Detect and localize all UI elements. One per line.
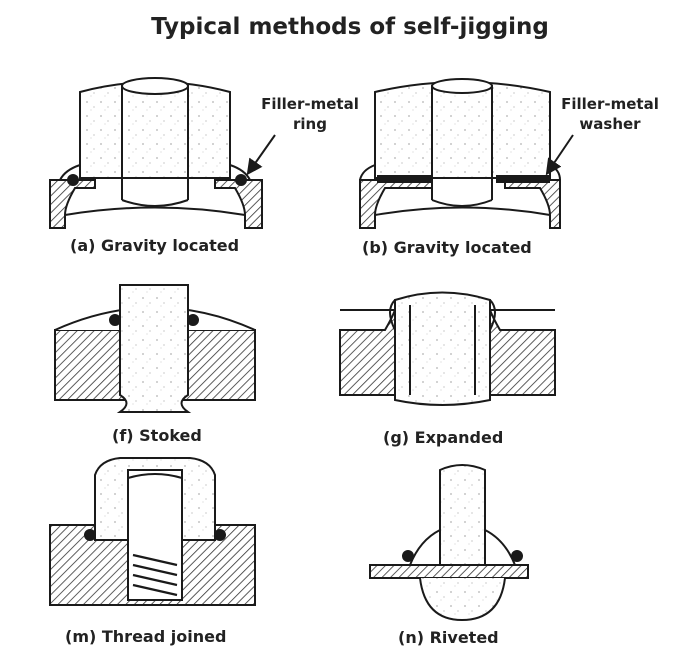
figure-a-callout: Filler-metal ring bbox=[250, 94, 370, 134]
caption-b: (b) Gravity located bbox=[362, 238, 532, 257]
figure-b-callout-line1: Filler-metal bbox=[561, 95, 659, 113]
caption-a: (a) Gravity located bbox=[70, 236, 240, 255]
figure-a-callout-line2: ring bbox=[293, 115, 327, 133]
figure-b-callout: Filler-metal washer bbox=[550, 94, 670, 134]
figure-b-gravity-located-washer bbox=[359, 78, 561, 229]
caption-g: (g) Expanded bbox=[383, 428, 504, 447]
page-title: Typical methods of self-jigging bbox=[151, 14, 549, 40]
figure-m-thread-joined bbox=[49, 457, 256, 606]
figure-b-callout-arrow bbox=[545, 134, 574, 176]
figure-a-callout-arrow bbox=[246, 134, 276, 176]
caption-n: (n) Riveted bbox=[398, 628, 499, 647]
figure-a-callout-line1: Filler-metal bbox=[261, 95, 359, 113]
figure-a-gravity-located-ring bbox=[49, 77, 263, 229]
caption-f: (f) Stoked bbox=[112, 426, 202, 445]
figure-f-stoked bbox=[54, 284, 256, 413]
figure-g-expanded bbox=[339, 291, 556, 406]
caption-m: (m) Thread joined bbox=[65, 627, 227, 646]
figure-b-callout-line2: washer bbox=[579, 115, 641, 133]
figure-n-riveted bbox=[369, 464, 529, 622]
